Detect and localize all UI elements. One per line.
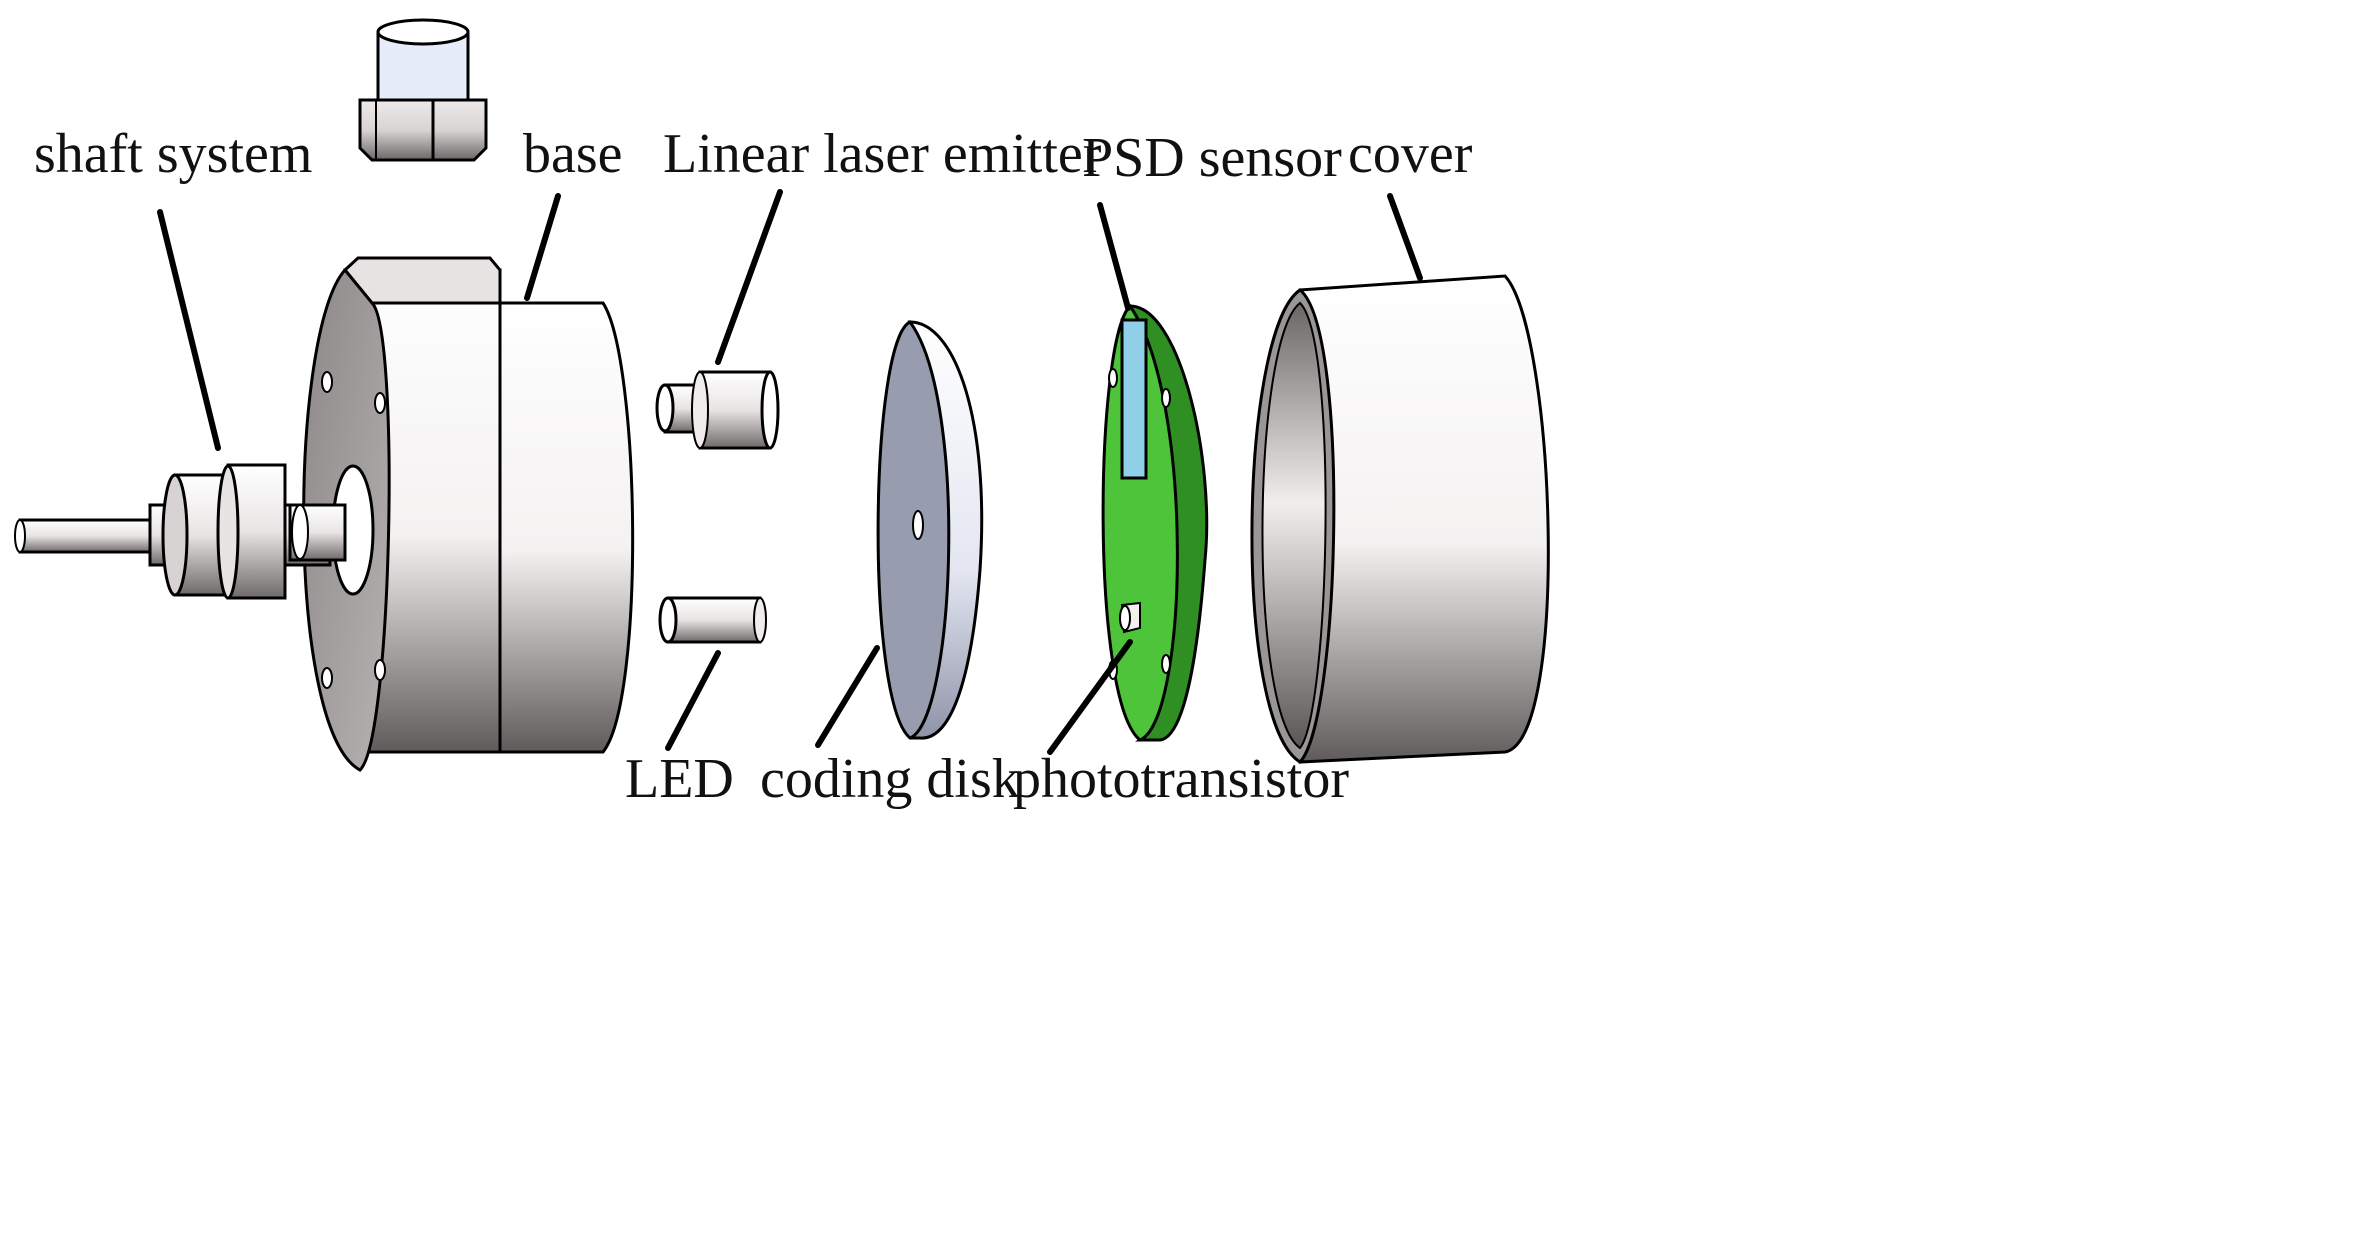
cover-part (1250, 274, 1550, 764)
label-led: LED (625, 748, 734, 810)
psd-sensor-board-part (1101, 303, 1209, 742)
leader-psd-sensor (1097, 202, 1131, 311)
shaft-system-part (14, 463, 347, 600)
leader-lines (157, 189, 1423, 755)
base-part (302, 256, 635, 772)
leader-shaft-system (157, 209, 221, 451)
leader-base (524, 193, 561, 301)
label-shaft-system: shaft system (34, 123, 312, 185)
led-part (658, 596, 767, 644)
leader-linear-laser-emitter (715, 189, 783, 365)
linear-laser-emitter-part (655, 370, 780, 450)
leader-led (665, 650, 721, 751)
label-linear-laser-emitter: Linear laser emitter (663, 123, 1102, 185)
label-coding-disk: coding disk (760, 748, 1020, 810)
label-cover: cover (1348, 123, 1473, 185)
label-psd-sensor: PSD sensor (1082, 127, 1342, 189)
leader-phototransistor (1047, 639, 1133, 755)
label-base: base (523, 123, 623, 185)
label-phototransistor: phototransistor (1013, 748, 1349, 810)
coding-disk-part (876, 320, 984, 740)
leader-coding-disk (815, 645, 880, 748)
leader-cover (1387, 193, 1423, 281)
fitting-nut (358, 18, 488, 162)
